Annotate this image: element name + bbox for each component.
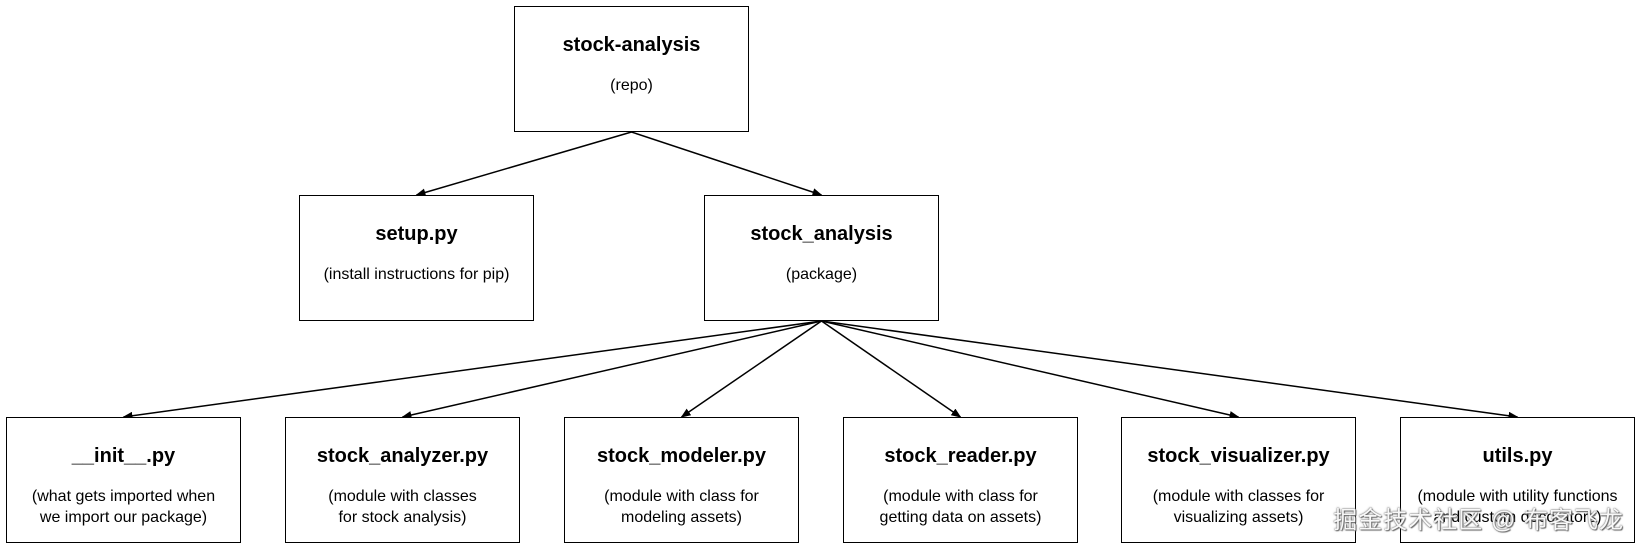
watermark-text: 掘金技术社区 @ 布客飞龙 [1333,507,1624,534]
node-utils-py: utils.py (module with utility functions … [1400,417,1635,543]
edge-repo-to-package [631,131,823,196]
node-stock-analysis-package: stock_analysis (package) [704,195,939,321]
node-subtitle: (module with classes for visualizing ass… [1152,488,1325,526]
edge-package-to-utils [821,320,1519,420]
node-title: stock_visualizer.py [1147,445,1330,467]
node-subtitle: (module with classes for stock analysis) [328,488,477,526]
node-title: stock_modeler.py [597,445,766,467]
node-title: setup.py [375,223,458,245]
node-subtitle: (what gets imported when we import our p… [31,488,216,526]
node-title: stock_analysis [750,223,893,245]
node-subtitle: (module with class for modeling assets) [604,488,759,526]
node-subtitle: (install instructions for pip) [323,266,510,283]
edge-package-to-modeler [680,320,822,418]
edge-package-to-reader [821,320,962,418]
node-subtitle: (package) [785,266,858,283]
node-stock-modeler-py: stock_modeler.py (module with class for … [564,417,799,543]
node-init-py: __init__.py (what gets imported when we … [6,417,241,543]
node-stock-visualizer-py: stock_visualizer.py (module with classes… [1121,417,1356,543]
edge-package-to-visualizer [821,320,1240,419]
node-stock-reader-py: stock_reader.py (module with class for g… [843,417,1078,543]
node-subtitle: (module with class for getting data on a… [879,488,1042,526]
node-title: utils.py [1482,445,1553,467]
edge-repo-to-setup [415,131,632,197]
edge-package-to-init [122,320,822,420]
node-setup-py: setup.py (install instructions for pip) [299,195,534,321]
node-title: stock-analysis [562,34,701,56]
node-stock-analyzer-py: stock_analyzer.py (module with classes f… [285,417,520,543]
node-stock-analysis-repo: stock-analysis (repo) [514,6,749,132]
node-subtitle: (repo) [610,77,653,94]
node-title: __init__.py [71,445,176,467]
node-title: stock_reader.py [884,445,1037,467]
node-subtitle: (module with utility functions and custo… [1417,488,1618,526]
edge-package-to-analyzer [401,320,822,419]
node-title: stock_analyzer.py [316,445,489,467]
